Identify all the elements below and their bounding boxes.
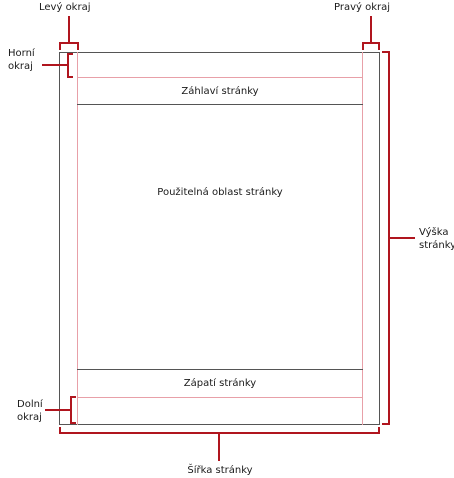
bottom-margin-label-line1: Dolní	[17, 399, 43, 410]
footer-label: Zápatí stránky	[183, 378, 257, 389]
page-width-marker	[59, 427, 380, 461]
right-margin-marker	[362, 16, 380, 50]
page-height-label-line1: Výška	[419, 227, 449, 238]
left-margin-label: Levý okraj	[39, 2, 91, 13]
page-height-label-line2: stránky	[419, 240, 454, 251]
top-margin-label-line2: okraj	[8, 61, 33, 72]
header-label: Záhlaví stránky	[181, 86, 259, 97]
top-margin-label-line1: Horní	[8, 48, 35, 59]
bottom-margin-label: Dolní okraj	[17, 398, 43, 424]
page-height-label: Výška stránky	[419, 226, 454, 252]
page-width-label: Šířka stránky	[187, 465, 253, 476]
right-margin-label: Pravý okraj	[334, 2, 391, 13]
top-margin-label: Horní okraj	[8, 47, 35, 73]
usable-area-label: Použitelná oblast stránky	[157, 187, 283, 198]
page-height-marker	[382, 51, 415, 425]
page-border	[59, 52, 380, 425]
top-margin-marker	[42, 53, 73, 78]
bottom-margin-label-line2: okraj	[17, 412, 42, 423]
left-margin-marker	[59, 16, 79, 50]
bottom-margin-marker	[45, 396, 76, 424]
